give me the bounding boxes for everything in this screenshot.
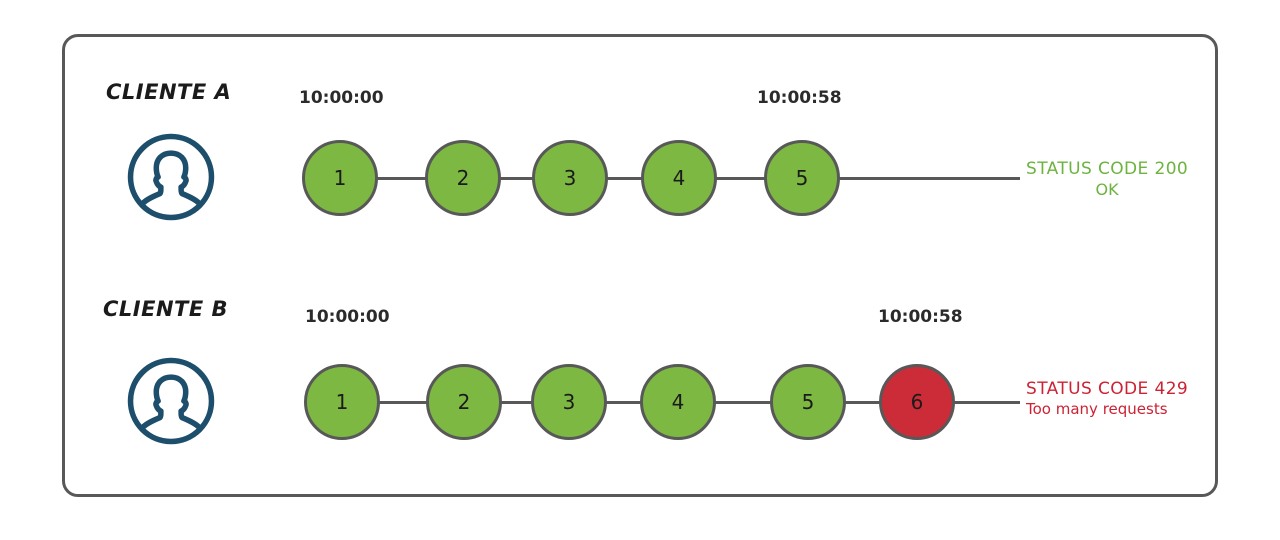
status-message-a: OK: [1095, 180, 1119, 200]
user-avatar-icon: [125, 131, 217, 223]
request-node[interactable]: 2: [425, 140, 501, 216]
connector-a-tail: [808, 177, 1020, 180]
request-node[interactable]: 4: [640, 364, 716, 440]
client-label-a: CLIENTE A: [106, 80, 232, 104]
request-node[interactable]: 4: [641, 140, 717, 216]
connector-b-chain: [342, 401, 917, 404]
request-node[interactable]: 5: [770, 364, 846, 440]
request-node[interactable]: 2: [426, 364, 502, 440]
status-badge-a: STATUS CODE 200 OK: [1026, 159, 1188, 200]
timestamp-b-start: 10:00:00: [305, 307, 390, 327]
timestamp-a-start: 10:00:00: [299, 88, 384, 108]
status-code-a: STATUS CODE 200: [1026, 159, 1189, 179]
request-node[interactable]: 1: [304, 364, 380, 440]
timestamp-a-end: 10:00:58: [757, 88, 842, 108]
request-node[interactable]: 3: [531, 364, 607, 440]
request-node[interactable]: 5: [764, 140, 840, 216]
request-node[interactable]: 3: [532, 140, 608, 216]
status-badge-b: STATUS CODE 429 Too many requests: [1026, 379, 1188, 419]
diagram-frame: [62, 34, 1218, 497]
client-label-b: CLIENTE B: [103, 297, 229, 321]
request-node-denied[interactable]: 6: [879, 364, 955, 440]
request-node[interactable]: 1: [302, 140, 378, 216]
status-code-b: STATUS CODE 429: [1026, 379, 1189, 399]
status-message-b: Too many requests: [1026, 400, 1168, 419]
timestamp-b-end: 10:00:58: [878, 307, 963, 327]
connector-b-tail: [917, 401, 1020, 404]
user-avatar-icon: [125, 355, 217, 447]
